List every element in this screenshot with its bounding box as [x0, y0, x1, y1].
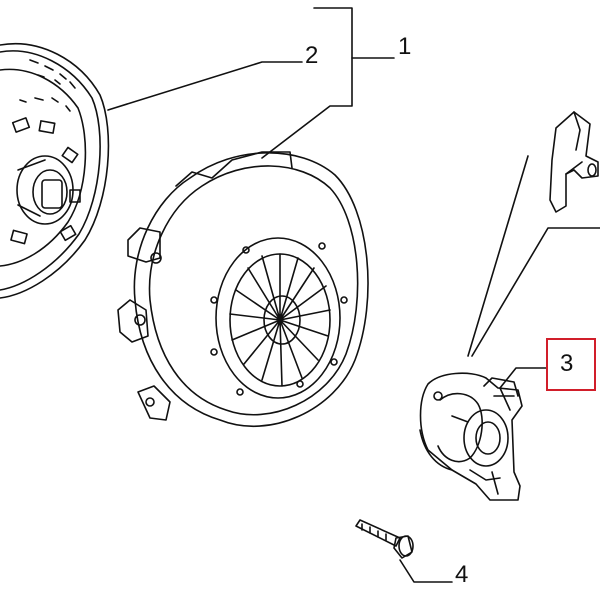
callout-2-leader: [107, 61, 303, 111]
bearing-leader-b: [471, 227, 600, 357]
callout-4-leader: [399, 559, 453, 583]
bolt-part: [355, 519, 414, 559]
callout-1-label: 1: [398, 33, 412, 60]
callout-2-label: 2: [305, 42, 319, 69]
release-fork-part: [549, 111, 599, 213]
callout-4-label: 4: [455, 561, 469, 588]
callout-3-highlight-box: [546, 338, 596, 391]
diaphragm-spring-fingers: [229, 253, 331, 387]
callout-3-label: 3: [560, 350, 574, 377]
bearing-leader-a: [467, 155, 529, 357]
callout-3-leader: [499, 367, 547, 389]
pressure-plate-part: [117, 151, 369, 428]
release-bearing-part: [419, 372, 523, 501]
clutch-disc-part: [0, 43, 110, 299]
callout-1-leader: [261, 7, 353, 159]
